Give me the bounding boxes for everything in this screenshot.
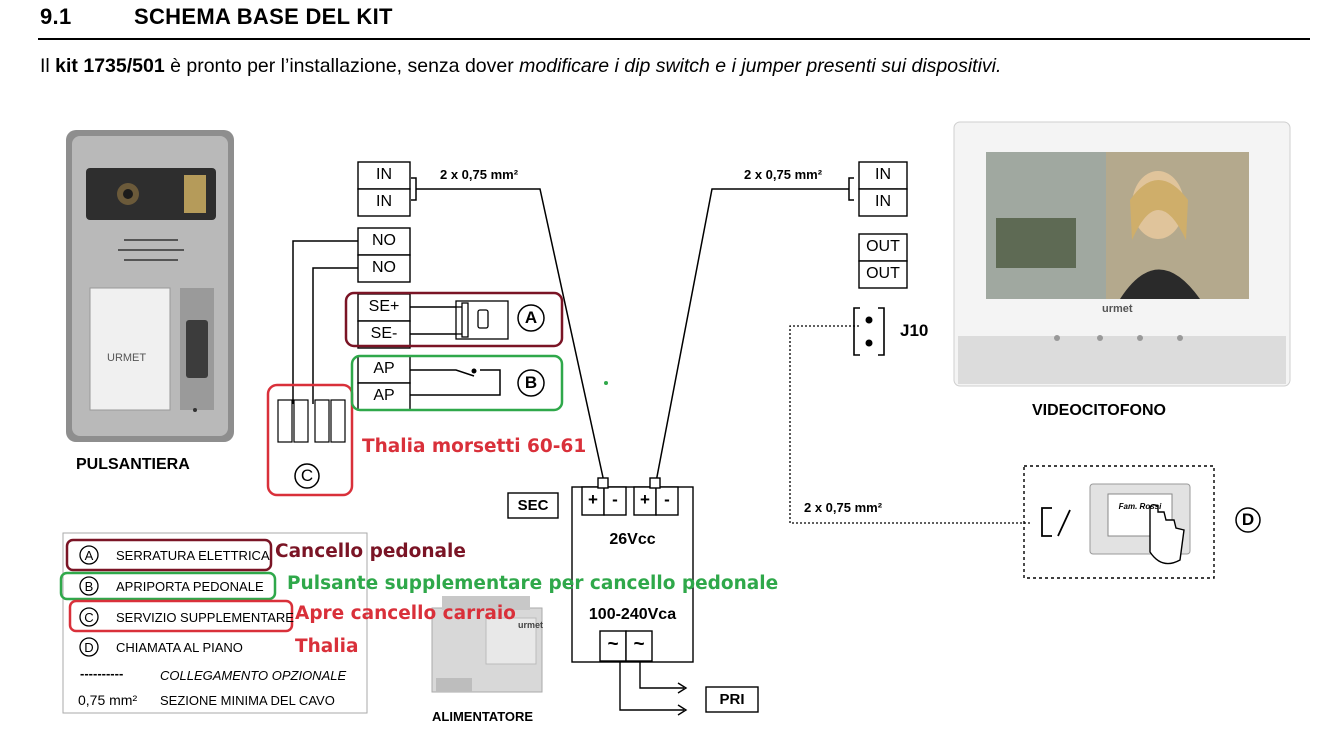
legend-section-text: SEZIONE MINIMA DEL CAVO — [160, 693, 335, 708]
videocitofono-label: VIDEOCITOFONO — [1032, 402, 1166, 419]
terminal-right-in-2: IN — [875, 193, 891, 210]
lock-symbol — [455, 300, 509, 340]
videocitofono-brand: urmet — [1102, 303, 1133, 315]
terminal-no-2: NO — [372, 259, 396, 276]
jumper-j10-label: J10 — [900, 321, 929, 340]
intro-paragraph: Il kit 1735/501 è pronto per l’installaz… — [40, 52, 1308, 81]
annotation-apre-cancello: Apre cancello carraio — [295, 603, 516, 624]
terminal-in-1: IN — [376, 166, 392, 183]
legend-text-a: SERRATURA ELETTRICA — [116, 548, 270, 563]
legend-key-b: B — [84, 579, 94, 594]
videocitofono-device — [953, 121, 1291, 387]
terminal-right-in-1: IN — [875, 166, 891, 183]
intro-italic: modificare i dip switch e i jumper prese… — [519, 55, 1002, 77]
annotation-thalia-morsetti: Thalia morsetti 60-61 — [362, 436, 587, 457]
marker-d: D — [1241, 510, 1255, 529]
kit-code: kit 1735/501 — [55, 55, 165, 77]
right-terminals — [858, 161, 908, 289]
legend-section-value: 0,75 mm² — [78, 692, 138, 708]
legend-text-c: SERVIZIO SUPPLEMENTARE — [116, 610, 294, 625]
psu-dc-voltage: 26Vcc — [609, 531, 656, 548]
terminal-ap-2: AP — [373, 387, 395, 404]
cable-label-left: 2 x 0,75 mm² — [440, 167, 519, 182]
wires — [292, 188, 849, 483]
legend-text-d: CHIAMATA AL PIANO — [116, 640, 243, 655]
psu-ac-voltage: 100-240Vca — [588, 606, 677, 623]
legend-key-d: D — [84, 640, 94, 655]
heading-rule — [38, 38, 1310, 40]
annotation-pulsante-supplementare: Pulsante supplementare per cancello pedo… — [287, 573, 779, 594]
legend-dashes: ---------- — [80, 666, 124, 681]
alimentatore-brand: urmet — [518, 620, 544, 630]
section-number: 9.1 — [40, 4, 72, 29]
intro-prefix: Il — [40, 55, 56, 77]
annotation-thalia: Thalia — [295, 636, 359, 657]
terminal-se-minus: SE- — [370, 325, 398, 342]
terminal-se-plus: SE+ — [368, 298, 400, 315]
psu-ac-1: ~ — [607, 634, 619, 655]
legend-key-a: A — [84, 548, 94, 563]
terminal-out-2: OUT — [866, 265, 900, 282]
call-button-label: Fam. Rossi — [1118, 502, 1162, 511]
psu-minus-1: - — [612, 490, 618, 509]
legend-key-c: C — [84, 610, 94, 625]
psu-ac-2: ~ — [633, 634, 645, 655]
psu-plus-1: + — [588, 490, 598, 509]
pulsantiera-brand: URMET — [107, 352, 147, 364]
pulsantiera-device — [66, 130, 234, 442]
cable-label-bottom: 2 x 0,75 mm² — [804, 500, 883, 515]
terminal-no-1: NO — [372, 232, 396, 249]
legend-text-b: APRIPORTA PEDONALE — [116, 579, 264, 594]
contact-c-symbol — [277, 399, 346, 443]
left-terminals — [357, 161, 411, 411]
section-heading: 9.1 SCHEMA BASE DEL KIT — [40, 4, 393, 30]
alimentatore-label: ALIMENTATORE — [432, 709, 534, 724]
alimentatore-device — [431, 596, 543, 693]
terminal-ap-1: AP — [373, 360, 395, 377]
call-button — [1089, 483, 1191, 565]
marker-a: A — [524, 308, 538, 327]
cable-label-right: 2 x 0,75 mm² — [744, 167, 823, 182]
intro-middle: è pronto per l’installazione, senza dove… — [164, 55, 520, 77]
marker-b: B — [524, 373, 538, 392]
psu-sec-label: SEC — [517, 497, 549, 514]
psu-minus-2: - — [664, 490, 670, 509]
psu-symbol — [507, 486, 759, 713]
marker-c: C — [300, 466, 314, 485]
psu-pri-label: PRI — [719, 691, 745, 708]
psu-plus-2: + — [640, 490, 650, 509]
terminal-in-2: IN — [376, 193, 392, 210]
pulsantiera-label: PULSANTIERA — [76, 456, 190, 473]
legend-optional: COLLEGAMENTO OPZIONALE — [160, 668, 347, 683]
terminal-out-1: OUT — [866, 238, 900, 255]
section-title: SCHEMA BASE DEL KIT — [134, 4, 393, 29]
annotation-cancello-pedonale: Cancello pedonale — [275, 541, 466, 562]
